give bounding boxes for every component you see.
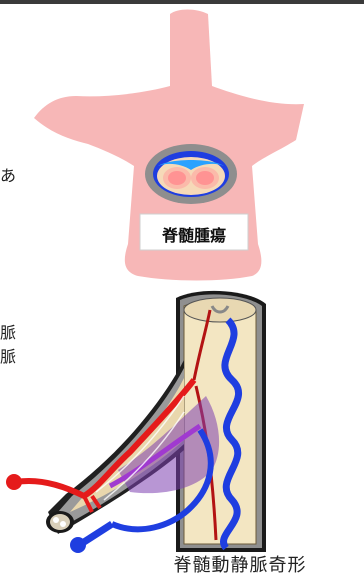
spinal-tumor-label: 脊髄腫瘍 [145,222,243,246]
artery-end [6,474,22,490]
spinal-avm-label: 脊髄動静脈奇形 [130,551,350,577]
avm-illustration [6,291,266,553]
tumor-left-glow [163,167,191,189]
tumor-right-glow [191,167,219,189]
vein-end [70,537,86,553]
cord-top-section [184,298,256,322]
